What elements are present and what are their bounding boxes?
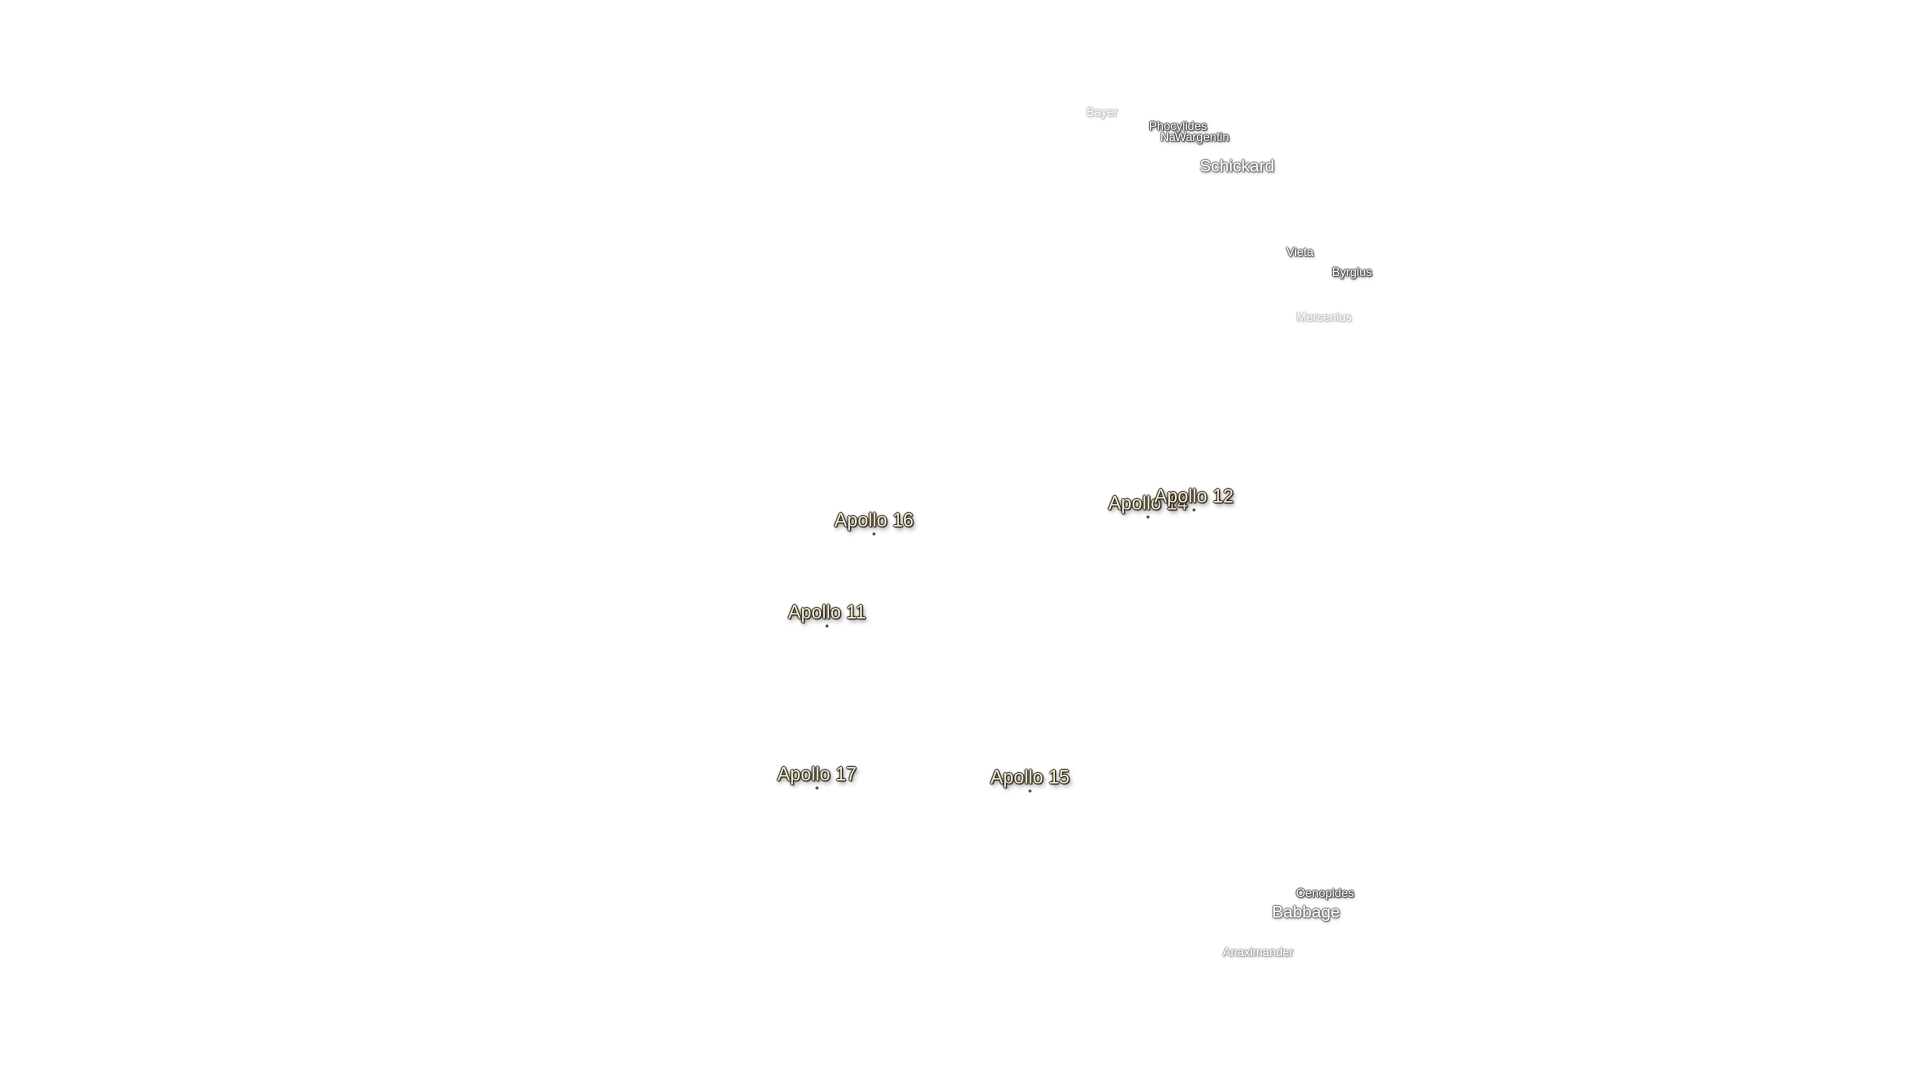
crater-label-wargentin[interactable]: Wargentin bbox=[1174, 130, 1230, 144]
crater-label-babbage[interactable]: Babbage bbox=[1271, 902, 1341, 922]
crater-label-byrgius[interactable]: Byrgius bbox=[1331, 265, 1373, 279]
apollo-11-label[interactable]: Apollo 11 bbox=[788, 602, 866, 624]
crater-label-schickard[interactable]: Schickard bbox=[1199, 156, 1275, 176]
apollo-17-label[interactable]: Apollo 17 bbox=[777, 764, 857, 786]
apollo-16-label[interactable]: Apollo 16 bbox=[834, 510, 914, 532]
crater-label-anaximander[interactable]: Anaximander bbox=[1222, 945, 1294, 959]
apollo-15-marker[interactable] bbox=[1028, 789, 1032, 793]
apollo-12-label[interactable]: Apollo 12 bbox=[1154, 486, 1234, 508]
crater-label-vieta[interactable]: Vieta bbox=[1286, 245, 1314, 259]
apollo-12-marker[interactable] bbox=[1192, 508, 1196, 512]
apollo-14-marker[interactable] bbox=[1146, 515, 1150, 519]
apollo-14-label[interactable]: Apollo 14 bbox=[1108, 493, 1188, 515]
apollo-11-marker[interactable] bbox=[825, 624, 829, 628]
crater-label-oenopides[interactable]: Oenopides bbox=[1295, 886, 1355, 900]
crater-label-phocylides[interactable]: Phocylides bbox=[1148, 119, 1208, 133]
crater-label-bayer[interactable]: Bayer bbox=[1086, 105, 1118, 119]
apollo-16-marker[interactable] bbox=[872, 532, 876, 536]
crater-label-nasmyth[interactable]: Na bbox=[1160, 130, 1176, 144]
apollo-15-label[interactable]: Apollo 15 bbox=[990, 767, 1070, 789]
crater-label-mersenius[interactable]: Mersenius bbox=[1296, 310, 1352, 324]
apollo-17-marker[interactable] bbox=[815, 786, 819, 790]
